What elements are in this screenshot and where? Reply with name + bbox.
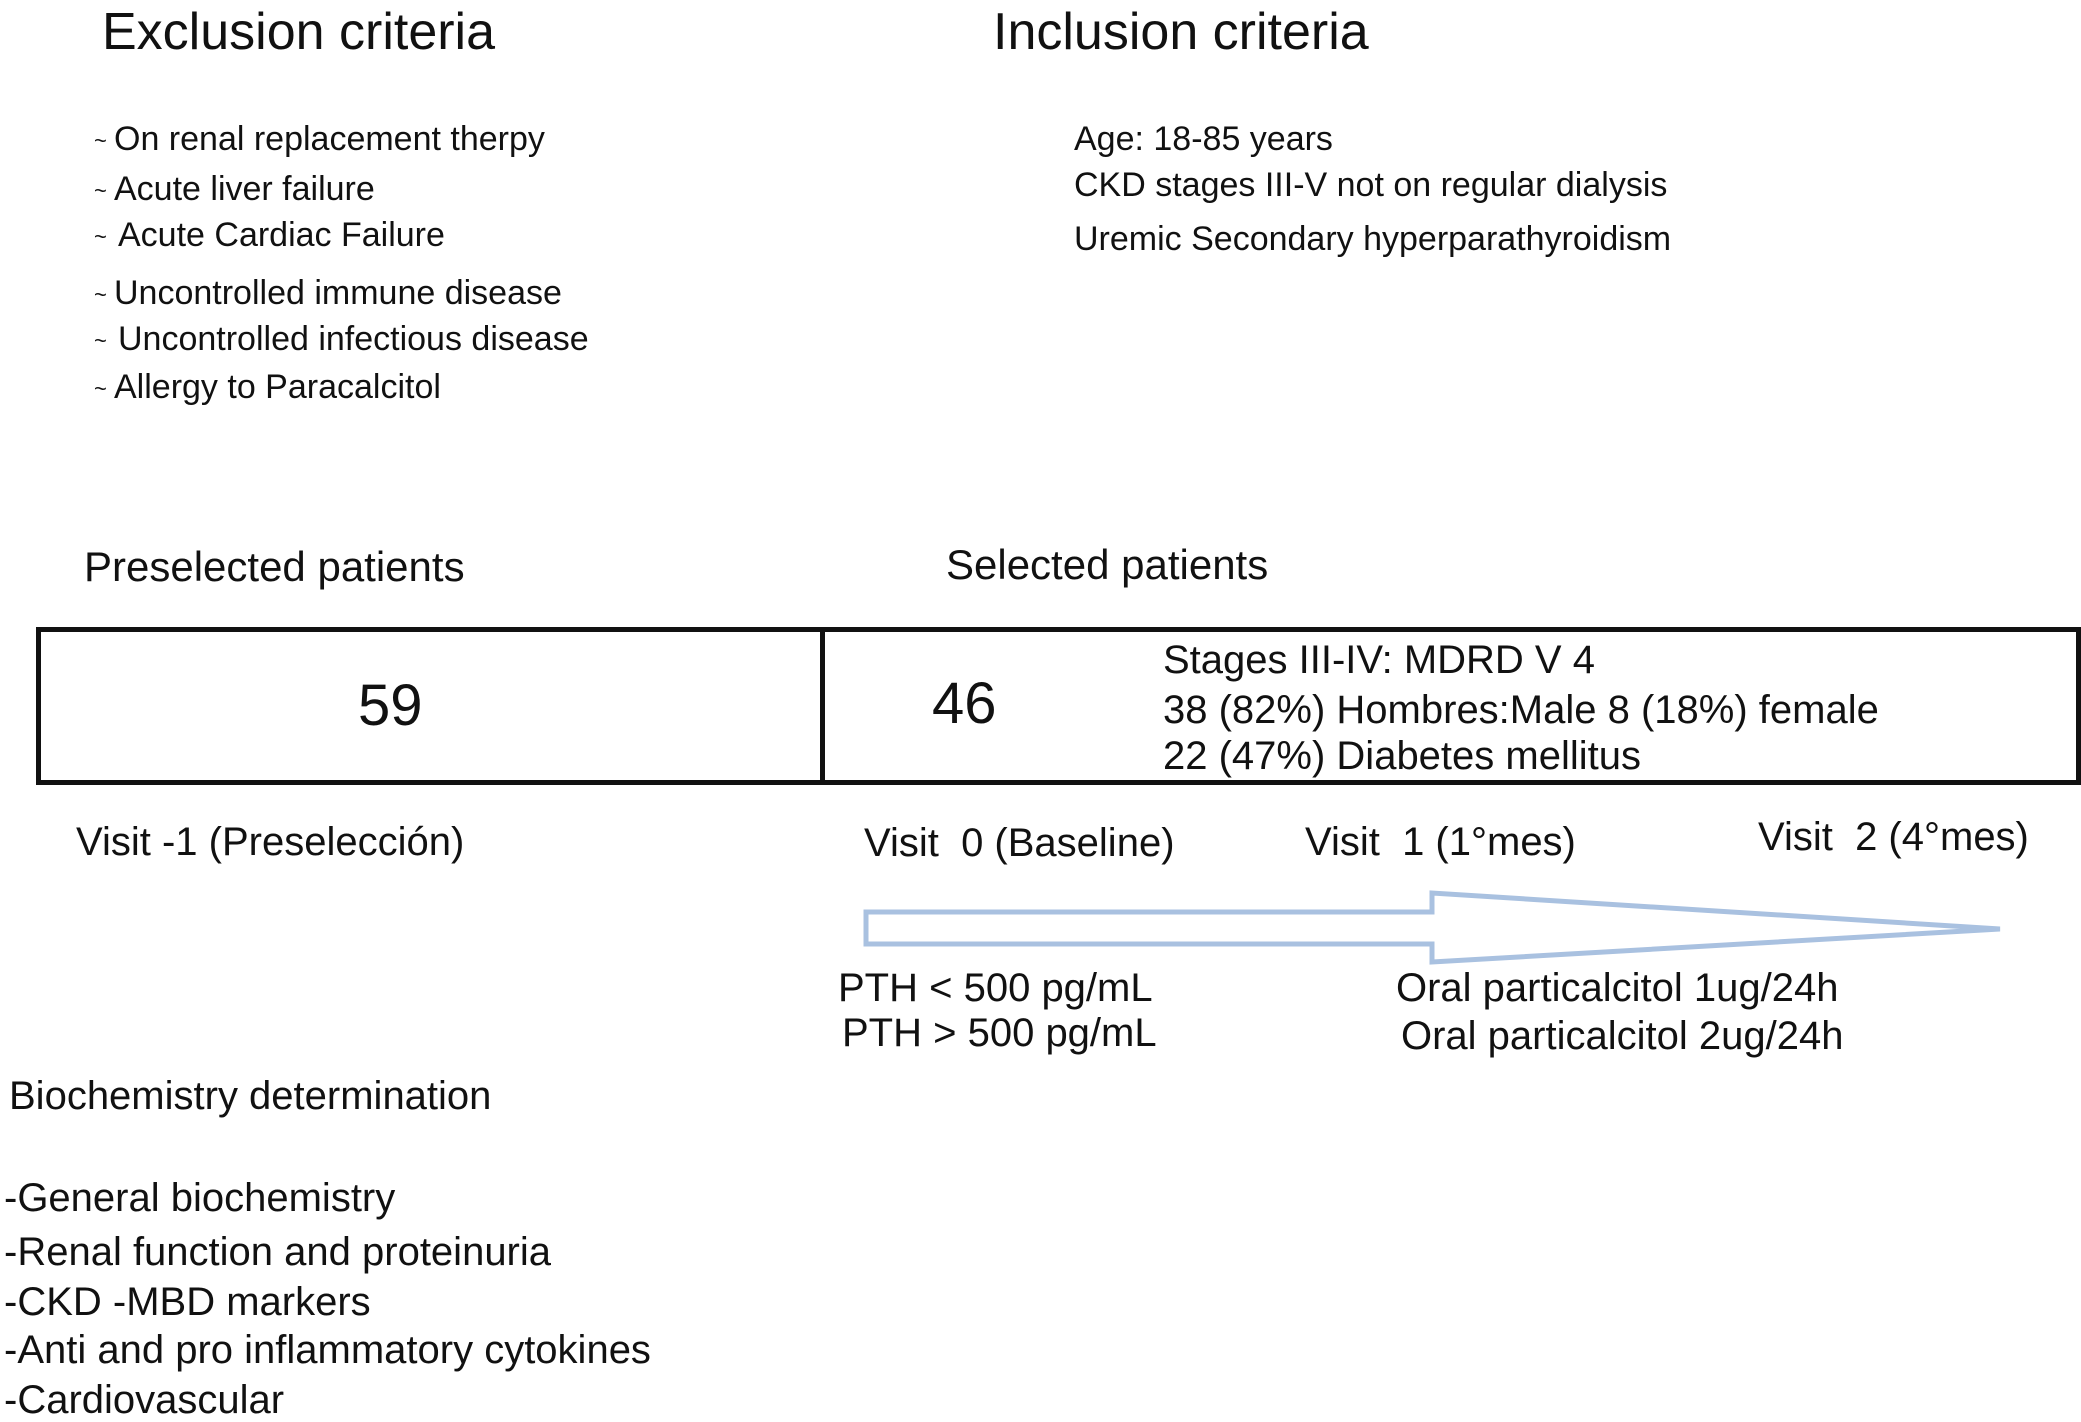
patients-box <box>36 627 2081 785</box>
inclusion-item: Uremic Secondary hyperparathyroidism <box>1074 220 1672 258</box>
inclusion-item: Age: 18-85 years <box>1074 120 1333 158</box>
visit-preselection-label: Visit -1 (Preselección) <box>76 820 465 864</box>
dose-2ug: Oral particalcitol 2ug/24h <box>1401 1014 1844 1058</box>
visit-month4-label: Visit 2 (4°mes) <box>1758 815 2029 859</box>
tilde-bullet-icon: ~ <box>94 178 107 204</box>
exclusion-item: ~Uncontrolled infectious disease <box>94 320 589 358</box>
tilde-bullet-icon: ~ <box>94 376 107 402</box>
tilde-bullet-icon: ~ <box>94 128 107 154</box>
inclusion-criteria-title: Inclusion criteria <box>993 3 1369 61</box>
dose-1ug: Oral particalcitol 1ug/24h <box>1396 966 1839 1010</box>
preselected-count: 59 <box>358 673 423 738</box>
biochemistry-item: -CKD -MBD markers <box>4 1280 371 1324</box>
tilde-bullet-icon: ~ <box>94 224 107 250</box>
pth-above-threshold: PTH > 500 pg/mL <box>842 1011 1157 1055</box>
exclusion-item: ~Allergy to Paracalcitol <box>94 368 441 406</box>
visit-baseline-label: Visit 0 (Baseline) <box>864 821 1175 865</box>
selected-detail-sex: 38 (82%) Hombres:Male 8 (18%) female <box>1163 688 1879 732</box>
biochemistry-item: -Anti and pro inflammatory cytokines <box>4 1328 651 1372</box>
selected-detail-stages: Stages III-IV: MDRD V 4 <box>1163 638 1595 682</box>
selected-count: 46 <box>932 671 997 736</box>
visit-month1-label: Visit 1 (1°mes) <box>1305 820 1576 864</box>
biochemistry-item: -General biochemistry <box>4 1176 396 1220</box>
pth-below-threshold: PTH < 500 pg/mL <box>838 966 1153 1010</box>
box-divider <box>820 627 825 785</box>
exclusion-criteria-title: Exclusion criteria <box>102 3 496 61</box>
biochemistry-item: -Renal function and proteinuria <box>4 1230 552 1274</box>
exclusion-item: ~Uncontrolled immune disease <box>94 274 562 312</box>
tilde-bullet-icon: ~ <box>94 328 107 354</box>
biochemistry-item: -Cardiovascular <box>4 1378 285 1422</box>
selected-detail-diabetes: 22 (47%) Diabetes mellitus <box>1163 734 1641 778</box>
inclusion-item: CKD stages III-V not on regular dialysis <box>1074 166 1668 204</box>
tilde-bullet-icon: ~ <box>94 282 107 308</box>
exclusion-item: ~On renal replacement therpy <box>94 120 545 158</box>
exclusion-item: ~Acute Cardiac Failure <box>94 216 445 254</box>
timeline-arrow-shape <box>863 890 2001 965</box>
preselected-patients-label: Preselected patients <box>84 543 465 590</box>
selected-patients-label: Selected patients <box>946 541 1269 588</box>
exclusion-item: ~Acute liver failure <box>94 170 375 208</box>
biochemistry-title: Biochemistry determination <box>9 1074 492 1118</box>
